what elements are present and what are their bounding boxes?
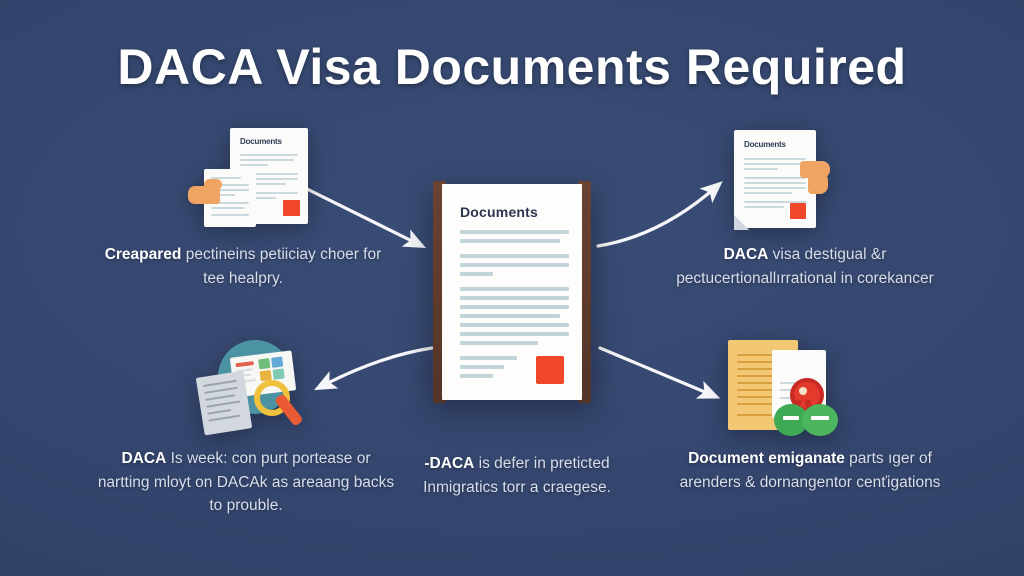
document-text-lines — [460, 230, 569, 383]
mini-document-heading: Documents — [240, 137, 282, 146]
mini-seal-icon — [790, 203, 806, 219]
caption-lead-bottom-center: -DACA — [424, 455, 475, 472]
caption-body-bottom-left: Is week: con purt portease or nartting m… — [97, 450, 395, 515]
caption-body-top-left: pectineins petiiciay choer for tee healp… — [181, 246, 382, 287]
arrow-up-right-curved-icon — [596, 181, 723, 248]
mini-document: Documents — [734, 130, 816, 228]
page-fold-corner — [734, 215, 749, 230]
caption-lead-top-right: DACA — [723, 246, 769, 263]
document-with-hand-icon: Documents — [186, 128, 312, 232]
page-title: DACA Visa Documents Required — [117, 39, 907, 95]
certificate-badges-icon — [722, 336, 848, 436]
document-heading: Documents — [460, 204, 539, 220]
text-document — [195, 370, 253, 436]
document-pointing-hand-icon: Documents — [728, 128, 850, 232]
caption-bottom-right: Document emiganate parts ıger of arender… — [660, 447, 960, 494]
mini-seal-icon — [283, 200, 300, 216]
caption-top-left: Creapared pectineins petiiciay choer for… — [98, 243, 388, 290]
caption-body-bottom-right: parts ıger of arenders & dornangentor ce… — [679, 450, 941, 491]
caption-bottom-left: DACA Is week: con purt portease or nartt… — [96, 447, 396, 518]
caption-top-right: DACA visa destigual &r pectucertionallır… — [660, 243, 950, 290]
pointing-hand-fingers-icon — [808, 172, 828, 194]
caption-lead-bottom-right: Document emiganate — [688, 450, 845, 467]
document-page: Documents — [442, 184, 582, 400]
center-document-icon: Documents — [433, 181, 591, 403]
arrow-down-left-curved-icon — [314, 346, 434, 391]
document-seal-icon — [536, 356, 564, 384]
caption-body-top-right: visa destigual &r pectucertionallırratio… — [676, 246, 934, 287]
magnifying-glass-documents-icon — [195, 338, 318, 438]
caption-lead-bottom-left: DACA — [121, 450, 167, 467]
hand-icon — [188, 186, 220, 204]
arrow-down-right-icon — [598, 346, 721, 399]
caption-body-bottom-center: is defer in preticted Inmigratics torr a… — [423, 455, 611, 496]
mini-document-heading: Documents — [744, 140, 786, 149]
caption-lead-top-left: Creapared — [104, 246, 182, 263]
caption-bottom-center: -DACA is defer in preticted Inmigratics … — [392, 452, 642, 499]
green-badge-right — [802, 404, 838, 436]
hand-thumb-icon — [204, 179, 222, 190]
arrow-down-right-icon — [303, 186, 427, 248]
